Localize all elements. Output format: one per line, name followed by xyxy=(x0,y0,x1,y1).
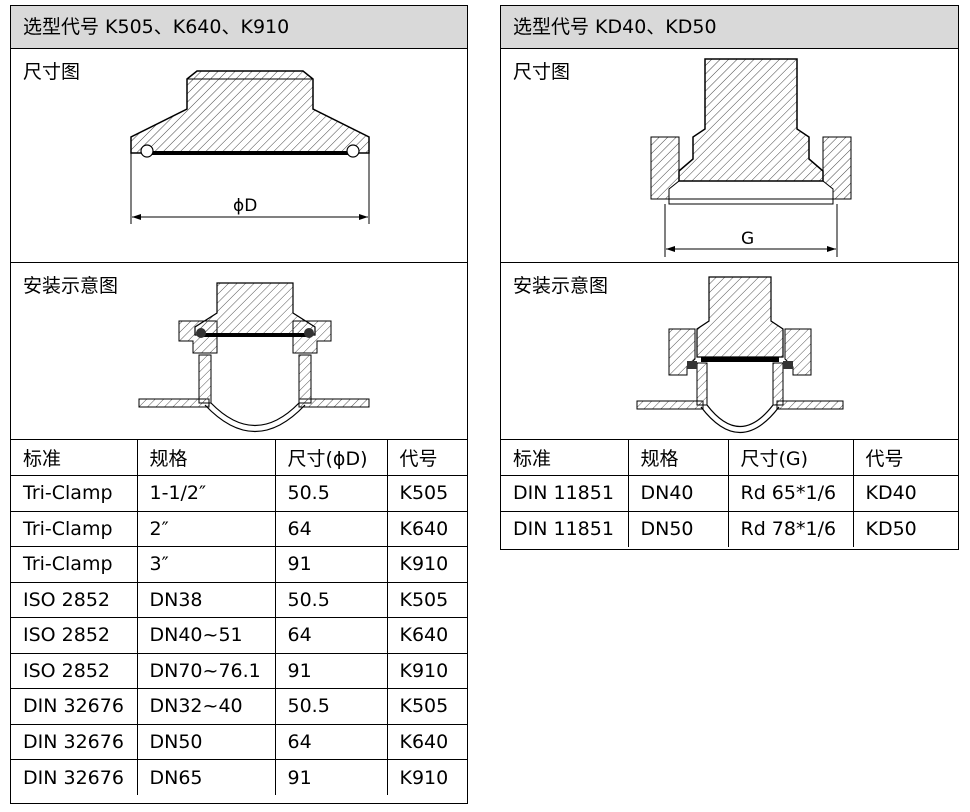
table-cell: 50.5 xyxy=(274,475,388,512)
table-cell: Rd 78*1/6 xyxy=(727,510,854,547)
left-install-section: 安装示意图 xyxy=(11,263,467,440)
table-cell: K505 xyxy=(386,475,467,512)
right-dimension-section: 尺寸图 G xyxy=(501,49,958,263)
right-dimension-label: 尺寸图 xyxy=(513,61,571,83)
table-cell: K910 xyxy=(386,652,467,689)
table-cell: ISO 2852 xyxy=(11,581,138,618)
table-cell: 64 xyxy=(274,510,388,547)
table-cell: K640 xyxy=(386,510,467,547)
table-cell: K505 xyxy=(386,581,467,618)
table-cell: DIN 32676 xyxy=(11,688,138,725)
table-cell: Tri-Clamp xyxy=(11,475,138,512)
table-cell: 50.5 xyxy=(274,581,388,618)
table-cell: DN38 xyxy=(136,581,276,618)
table-cell: 64 xyxy=(274,617,388,654)
table-cell: Tri-Clamp xyxy=(11,510,138,547)
right-install-label: 安装示意图 xyxy=(513,275,609,297)
column-header: 代号 xyxy=(852,440,958,476)
table-cell: DN65 xyxy=(136,759,276,795)
table-cell: KD50 xyxy=(852,510,958,547)
left-install-label: 安装示意图 xyxy=(23,275,119,297)
table-cell: 91 xyxy=(274,546,388,583)
table-cell: Tri-Clamp xyxy=(11,546,138,583)
table-cell: DIN 11851 xyxy=(501,475,629,512)
table-cell: DIN 11851 xyxy=(501,510,629,547)
tri-clamp-dimension-drawing xyxy=(130,70,370,224)
table-cell: K910 xyxy=(386,546,467,583)
table-cell: 1-1/2″ xyxy=(136,475,276,512)
table-header-row: 标准规格尺寸(ϕD)代号 xyxy=(11,440,467,476)
column-header: 尺寸(ϕD) xyxy=(274,440,388,476)
table-cell: K640 xyxy=(386,617,467,654)
right-install-section: 安装示意图 xyxy=(501,263,958,440)
column-header: 标准 xyxy=(501,440,629,476)
table-cell: 91 xyxy=(274,759,388,795)
table-cell: DN40~51 xyxy=(136,617,276,654)
table-cell: 2″ xyxy=(136,510,276,547)
table-cell: KD40 xyxy=(852,475,958,512)
table-cell: K640 xyxy=(386,723,467,760)
left-dimension-label: 尺寸图 xyxy=(23,61,81,83)
table-cell: DN50 xyxy=(627,510,729,547)
table-cell: DN40 xyxy=(627,475,729,512)
table-cell: 3″ xyxy=(136,546,276,583)
table-cell: ISO 2852 xyxy=(11,617,138,654)
right-panel-title: 选型代号 KD40、KD50 xyxy=(501,6,958,49)
table-cell: Rd 65*1/6 xyxy=(727,475,854,512)
din-dimension-drawing xyxy=(650,58,852,257)
column-header: 规格 xyxy=(136,440,276,476)
column-header: 规格 xyxy=(627,440,729,476)
table-cell: ISO 2852 xyxy=(11,652,138,689)
din-install-drawing xyxy=(636,276,844,433)
left-spec-panel: 选型代号 K505、K640、K910 尺寸图 ϕD xyxy=(10,5,468,804)
column-header: 代号 xyxy=(386,440,467,476)
table-cell: K910 xyxy=(386,759,467,795)
column-header: 尺寸(G) xyxy=(727,440,854,476)
table-cell: 91 xyxy=(274,652,388,689)
tri-clamp-install-drawing xyxy=(138,282,370,433)
table-cell: DIN 32676 xyxy=(11,723,138,760)
left-panel-title: 选型代号 K505、K640、K910 xyxy=(11,6,467,49)
table-cell: 50.5 xyxy=(274,688,388,725)
left-dimension-section: 尺寸图 ϕD xyxy=(11,49,467,263)
table-cell: K505 xyxy=(386,688,467,725)
table-cell: DIN 32676 xyxy=(11,759,138,795)
table-cell: 64 xyxy=(274,723,388,760)
table-cell: DN70~76.1 xyxy=(136,652,276,689)
table-cell: DN50 xyxy=(136,723,276,760)
right-spec-panel: 选型代号 KD40、KD50 尺寸图 G xyxy=(500,5,959,550)
column-header: 标准 xyxy=(11,440,138,476)
table-header-row: 标准规格尺寸(G)代号 xyxy=(501,440,958,476)
diameter-symbol: ϕD xyxy=(233,196,258,216)
table-cell: DN32~40 xyxy=(136,688,276,725)
thread-symbol: G xyxy=(741,229,755,249)
